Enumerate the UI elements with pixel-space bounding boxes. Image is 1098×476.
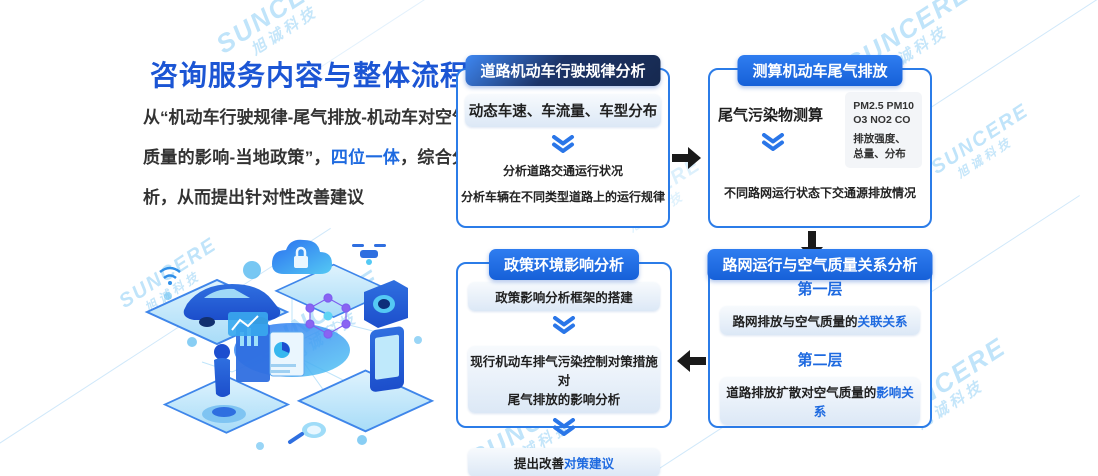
panel-emission-calculation: 测算机动车尾气排放 尾气污染物测算 PM2.5 PM10 O3 NO2 CO 排… bbox=[708, 55, 932, 228]
layer-title: 第一层 bbox=[797, 281, 843, 298]
analysis-line: 分析道路交通运行状况 bbox=[502, 164, 623, 178]
pollutant-line: O3 NO2 CO bbox=[853, 114, 911, 127]
policy-line: 现行机动车排气污染控制对策措施对 bbox=[470, 355, 658, 388]
intro-text: 从“机动车行驶规律-尾气排放-机动车对空气质量的影响-当地政策”， bbox=[143, 108, 469, 167]
layer-title: 第二层 bbox=[797, 352, 843, 369]
analysis-line: 分析车辆在不同类型道路上的运行规律 bbox=[460, 190, 665, 204]
double-chevron-down-icon bbox=[553, 316, 575, 334]
intro-paragraph: 从“机动车行驶规律-尾气排放-机动车对空气质量的影响-当地政策”，四位一体，综合… bbox=[143, 98, 469, 218]
panel-policy-impact-analysis: 政策环境影响分析 政策影响分析框架的搭建 现行机动车排气污染控制对策措施对 尾气… bbox=[456, 249, 672, 476]
policy-bar: 提出改善对策建议 bbox=[468, 448, 660, 476]
panel-driving-pattern-analysis: 道路机动车行驶规律分析 动态车速、车流量、车型分布 分析道路交通运行状况 分析车… bbox=[456, 55, 670, 228]
double-chevron-down-icon bbox=[552, 135, 574, 153]
analysis-line: 不同路网运行状态下交通源排放情况 bbox=[723, 185, 916, 200]
pollutant-line: 总量、分布 bbox=[853, 147, 906, 160]
network-nodes-icon bbox=[305, 293, 351, 339]
page-title: 咨询服务内容与整体流程 bbox=[150, 60, 470, 91]
relation-text: 路网排放与空气质量的 bbox=[732, 315, 858, 329]
magnifier-icon bbox=[288, 422, 326, 444]
person-icon bbox=[202, 344, 246, 423]
phone-icon bbox=[370, 326, 404, 392]
pollutant-line: PM2.5 PM10 bbox=[853, 100, 914, 112]
panel-network-airquality-relation: 路网运行与空气质量关系分析 第一层 路网排放与空气质量的关联关系 第二层 道路排… bbox=[707, 249, 933, 428]
panel-title: 测算机动车尾气排放 bbox=[737, 55, 903, 86]
camera-icon bbox=[364, 280, 408, 328]
flow-arrow-left-icon bbox=[677, 350, 706, 372]
wifi-icon bbox=[159, 266, 181, 285]
panel-title: 政策环境影响分析 bbox=[488, 249, 640, 280]
decor-dots-icon bbox=[164, 261, 422, 450]
double-chevron-down-icon bbox=[553, 418, 575, 436]
policy-bar: 政策影响分析框架的搭建 bbox=[468, 282, 660, 311]
emission-label: 尾气污染物测算 bbox=[718, 107, 824, 124]
policy-bar: 现行机动车排气污染控制对策措施对 尾气排放的影响分析 bbox=[468, 346, 660, 413]
pollutant-line: 排放强度、 bbox=[853, 133, 906, 146]
policy-line: 尾气排放的影响分析 bbox=[507, 393, 621, 407]
double-chevron-down-icon bbox=[762, 133, 784, 151]
relation-bar: 道路排放扩散对空气质量的影响关系 bbox=[720, 377, 920, 425]
panel-title: 路网运行与空气质量关系分析 bbox=[707, 249, 933, 280]
pollutant-panel: PM2.5 PM10 O3 NO2 CO 排放强度、 总量、分布 bbox=[845, 92, 922, 168]
policy-text: 提出改善 bbox=[513, 457, 564, 471]
metric-bar: 动态车速、车流量、车型分布 bbox=[465, 94, 661, 127]
relation-bar: 路网排放与空气质量的关联关系 bbox=[720, 306, 920, 335]
flow-arrow-right-icon bbox=[672, 147, 701, 169]
tech-illustration bbox=[144, 239, 435, 450]
relation-highlight: 关联关系 bbox=[857, 315, 908, 329]
relation-highlight: 影响关系 bbox=[813, 386, 914, 419]
chart-cards-icon bbox=[228, 312, 305, 382]
relation-text: 道路排放扩散对空气质量的 bbox=[726, 386, 877, 400]
policy-highlight: 对策建议 bbox=[564, 457, 615, 471]
panel-title: 道路机动车行驶规律分析 bbox=[465, 55, 661, 86]
intro-text-suffix: ，综合分析，从而提出针对性改善建议 bbox=[143, 148, 469, 207]
drone-icon bbox=[352, 244, 386, 265]
intro-highlight: 四位一体 bbox=[330, 148, 401, 167]
cloud-lock-icon bbox=[272, 239, 332, 274]
